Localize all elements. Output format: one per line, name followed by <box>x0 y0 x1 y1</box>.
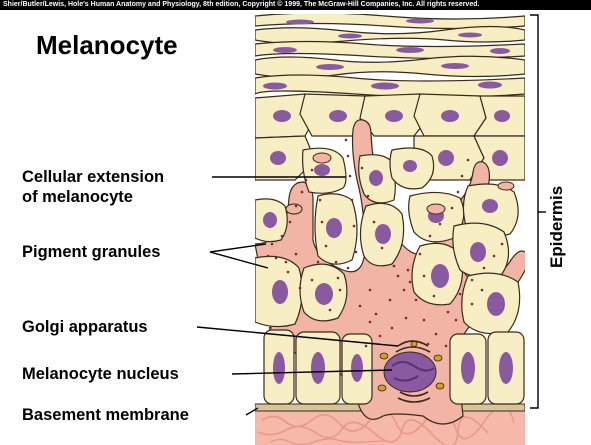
pigment-granule-dot <box>471 279 474 282</box>
pigment-granule-dot <box>445 345 448 348</box>
pigment-granule-dot <box>369 289 372 292</box>
pigment-granule-dot <box>329 309 332 312</box>
pigment-granule-dot <box>409 281 412 284</box>
melanocyte-nucleus <box>384 352 436 392</box>
pigment-granule-dot <box>361 167 364 170</box>
pigment-granule-dot <box>427 343 430 346</box>
pigment-granule-dot <box>325 245 328 248</box>
pigment-granule-dot <box>365 345 368 348</box>
pigment-granule-dot <box>461 175 464 178</box>
pigment-granule-dot <box>447 311 450 314</box>
pigment-granule-dot <box>381 247 384 250</box>
pigment-granule-dot <box>439 223 442 226</box>
pigment-granule-dot <box>389 299 392 302</box>
pigment-granule-dot <box>493 255 496 258</box>
pigment-granule-dot <box>345 139 348 142</box>
pigment-granule-dot <box>281 235 284 238</box>
pigment-granule-dot <box>321 221 324 224</box>
pigment-granule-dot <box>467 159 470 162</box>
pigment-granule-dot <box>397 275 400 278</box>
pigment-granule-dot <box>267 255 270 258</box>
pigment-granule-dot <box>289 221 292 224</box>
pigment-granule-dot <box>339 289 342 292</box>
pigment-granule-dot <box>403 289 406 292</box>
pigment-granule-dot <box>435 333 438 336</box>
label-cellular-extension: Cellular extension <box>22 168 164 187</box>
pigment-granule-dot <box>471 303 474 306</box>
pigment-granule-dot <box>501 243 504 246</box>
pigment-granule-dot <box>457 191 460 194</box>
pigment-granule-dot <box>295 253 298 256</box>
pigment-granule-dot <box>337 277 340 280</box>
pigment-granule-dot <box>311 279 314 282</box>
pigment-granule-dot <box>299 287 302 290</box>
pigment-granule-dot <box>373 221 376 224</box>
pigment-granule-dot <box>351 199 354 202</box>
pigment-granule-dot <box>359 305 362 308</box>
label-golgi-apparatus: Golgi apparatus <box>22 318 148 337</box>
pigment-granule-dot <box>305 179 308 182</box>
pigment-granule-dot <box>423 275 426 278</box>
pigment-granule-dot <box>393 265 396 268</box>
pigment-granule-dot <box>287 271 290 274</box>
pigment-granule-dot <box>317 261 320 264</box>
pigment-granule-dot <box>335 261 338 264</box>
pigment-granule-dot <box>347 155 350 158</box>
pigment-granule-dot <box>347 267 350 270</box>
pigment-granule-dot <box>391 327 394 330</box>
pigment-granule-dot <box>459 293 462 296</box>
label-of-melanocyte: of melanocyte <box>22 188 133 207</box>
pigment-granule-dot <box>375 313 378 316</box>
label-epidermis: Epidermis <box>547 186 567 268</box>
pigment-granule-dot <box>369 321 372 324</box>
pigment-granule-dot <box>407 269 410 272</box>
pigment-granule-dot <box>451 207 454 210</box>
pigment-granule-dot <box>301 191 304 194</box>
pigment-granule-dot <box>405 317 408 320</box>
pigment-granule-dot <box>419 253 422 256</box>
pigment-granule-dot <box>415 299 418 302</box>
pigment-granule-dot <box>353 225 356 228</box>
pigment-granule-dot <box>311 169 314 172</box>
pigment-granule-dot <box>355 251 358 254</box>
pigment-granule-dot <box>481 289 484 292</box>
pigment-granule-dot <box>455 319 458 322</box>
pigment-granule-dot <box>483 267 486 270</box>
pigment-granule-dot <box>275 257 278 260</box>
epidermis-bracket <box>530 15 546 408</box>
label-pigment-granules: Pigment granules <box>22 243 160 262</box>
pigment-granule-dot <box>285 261 288 264</box>
pigment-granule-dot <box>367 195 370 198</box>
figure-title: Melanocyte <box>36 30 178 61</box>
pigment-granule-dot <box>319 199 322 202</box>
pigment-granule-dot <box>429 235 432 238</box>
pigment-granule-dot <box>423 319 426 322</box>
pigment-granule-dot <box>433 295 436 298</box>
pigment-granule-dot <box>271 243 274 246</box>
label-melanocyte-nucleus: Melanocyte nucleus <box>22 365 179 384</box>
pigment-granule-dot <box>295 205 298 208</box>
pigment-granule-dot <box>379 335 382 338</box>
label-basement-membrane: Basement membrane <box>22 406 189 425</box>
pigment-granule-dot <box>349 175 352 178</box>
